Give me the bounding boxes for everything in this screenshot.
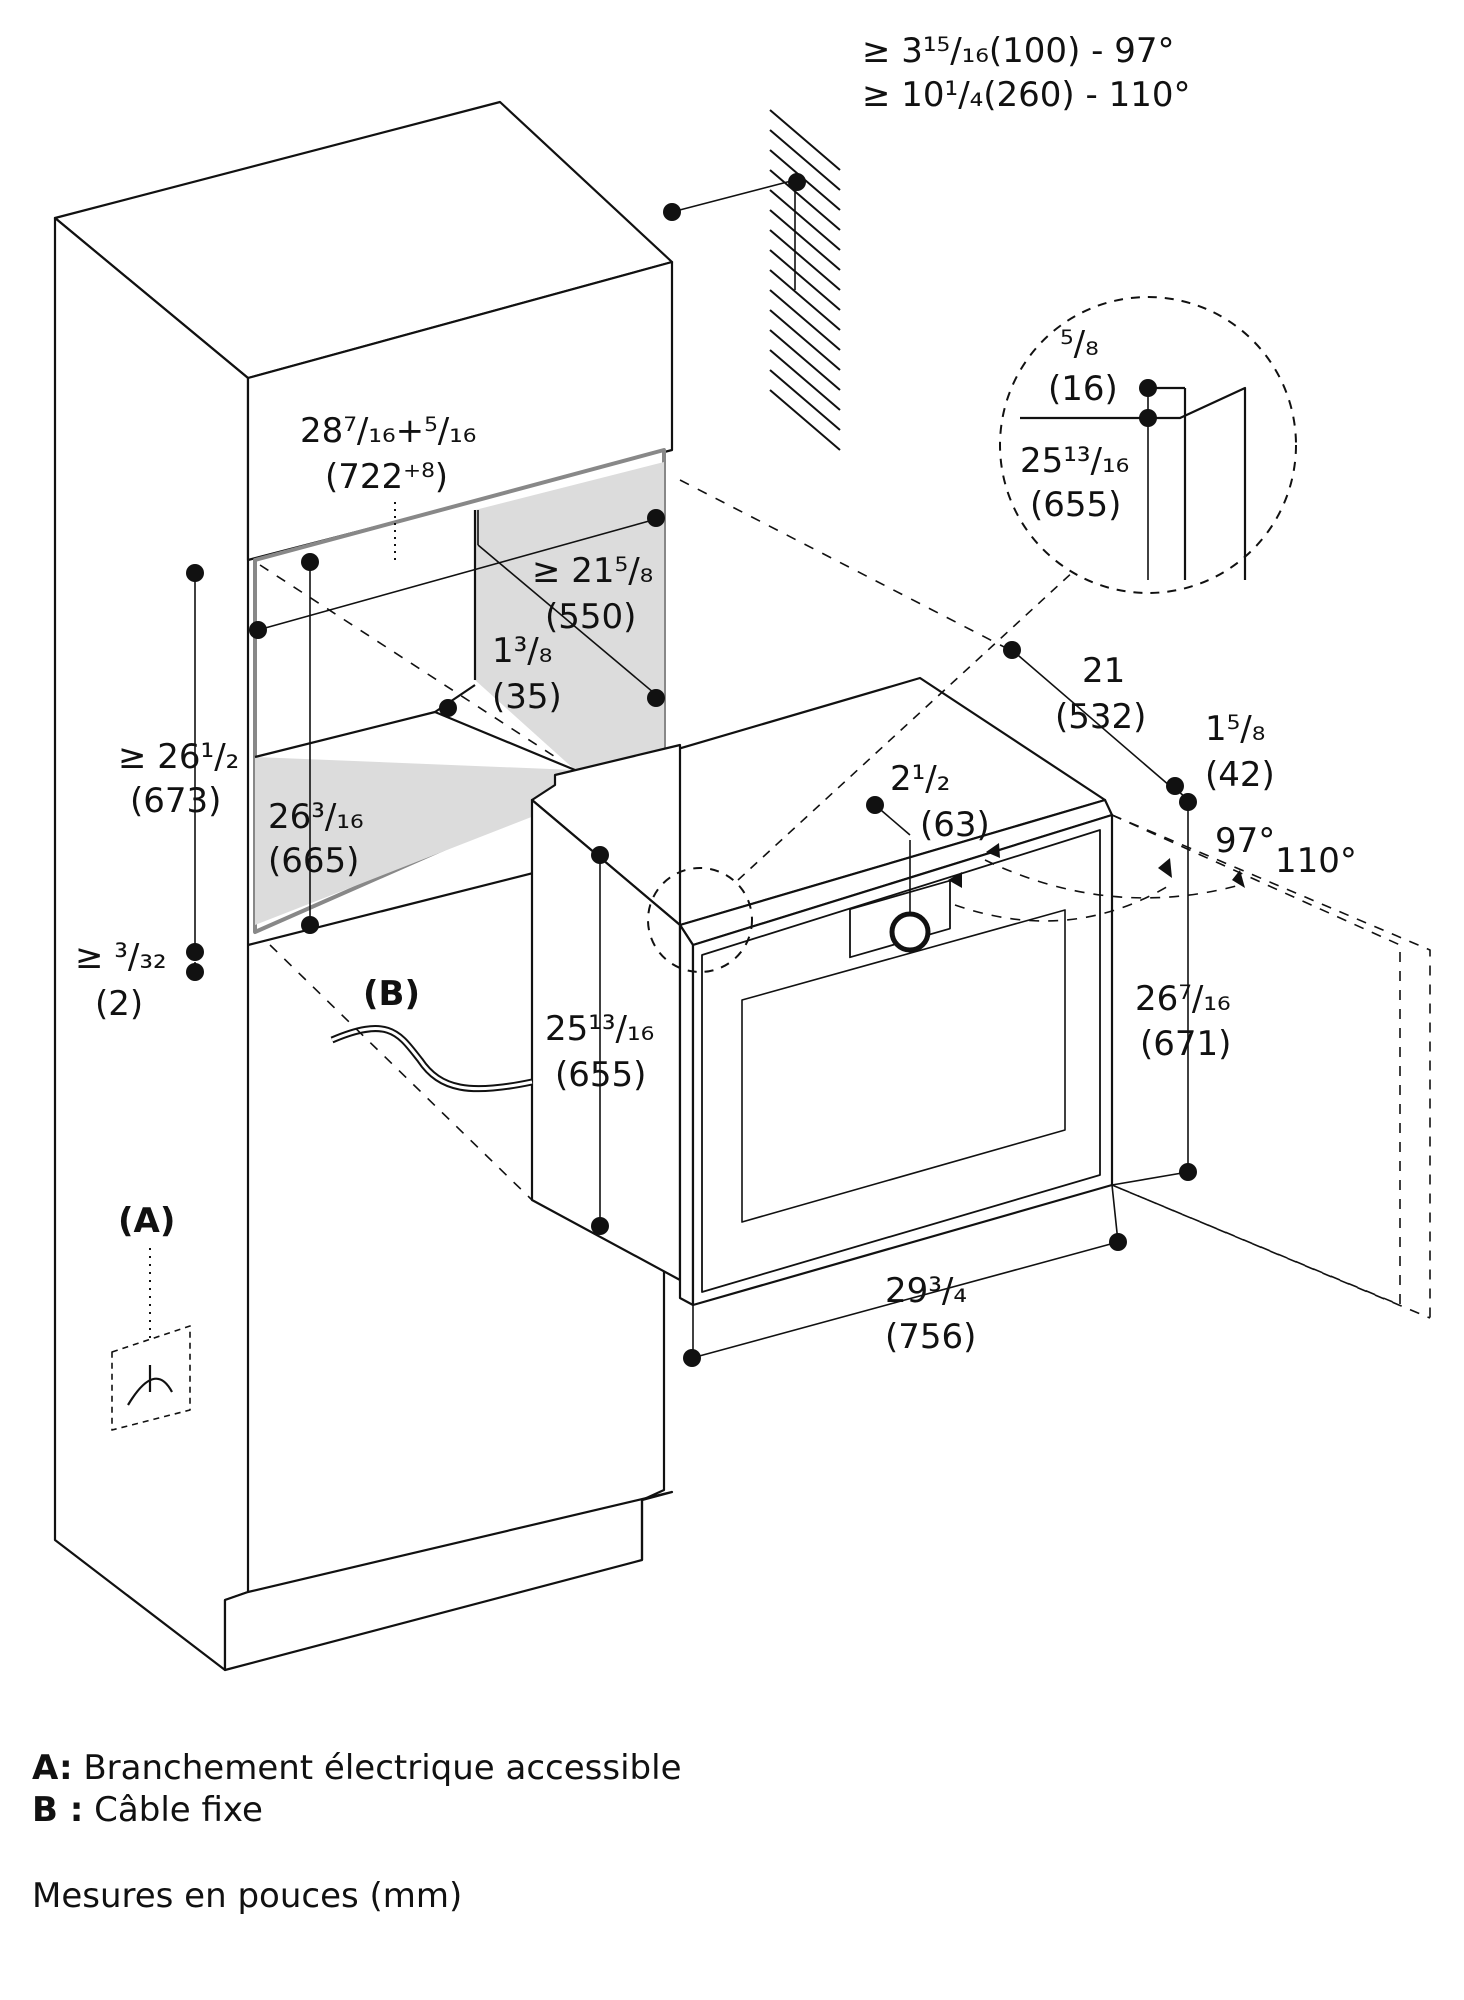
legend-b: B : Câble fixe	[32, 1790, 263, 1830]
label-a: (A)	[118, 1201, 175, 1241]
angle-97: 97°	[1215, 821, 1275, 861]
legend-a-key: A:	[32, 1748, 73, 1788]
dot	[788, 173, 806, 191]
gap-mm: (2)	[95, 984, 143, 1024]
dot	[1139, 379, 1157, 397]
niche-height-in: ≥ 26¹/₂	[118, 737, 239, 777]
niche-depth-in: ≥ 21⁵/₈	[532, 551, 653, 591]
door-swing	[954, 814, 1431, 1319]
dot	[1179, 793, 1197, 811]
legend-a-text: Branchement électrique accessible	[83, 1748, 682, 1788]
dot	[186, 943, 204, 961]
width-in: 29³/₄	[885, 1271, 967, 1311]
dot	[866, 796, 884, 814]
legend-a: A: Branchement électrique accessible	[32, 1748, 681, 1788]
dot	[663, 203, 681, 221]
front-in: 1⁵/₈	[1205, 709, 1265, 749]
ventilation-hatch	[769, 109, 841, 451]
dot	[591, 846, 609, 864]
niche-width-mm: (722⁺⁸)	[325, 457, 448, 497]
dot	[1003, 641, 1021, 659]
clear-top-line1: ≥ 3¹⁵/₁₆(100) - 97°	[862, 31, 1174, 71]
niche-height-mm: (673)	[130, 781, 221, 821]
detail-h-mm: (655)	[1030, 485, 1121, 525]
detail-magnifier	[647, 296, 1297, 973]
dot	[439, 699, 457, 717]
oven-body	[530, 676, 1114, 1307]
dot	[186, 564, 204, 582]
width-mm: (756)	[885, 1317, 976, 1357]
dot	[186, 963, 204, 981]
step-mm: (35)	[492, 677, 562, 717]
depth-in: 21	[1082, 651, 1125, 691]
front-height-mm: (671)	[1140, 1024, 1231, 1064]
detail-top-in: ⁵/₈	[1060, 324, 1099, 364]
dot	[301, 916, 319, 934]
niche-width-in: 28⁷/₁₆+⁵/₁₆	[300, 411, 476, 451]
front-mm: (42)	[1205, 755, 1275, 795]
dot	[591, 1217, 609, 1235]
dot	[1109, 1233, 1127, 1251]
legend-b-key: B :	[32, 1790, 84, 1830]
front-height-in: 26⁷/₁₆	[1135, 979, 1231, 1019]
inner-height-in: 26³/₁₆	[268, 797, 364, 837]
dot	[1166, 777, 1184, 795]
dimension-dots	[186, 173, 1197, 1367]
dot	[683, 1349, 701, 1367]
units-note: Mesures en pouces (mm)	[32, 1876, 463, 1916]
niche-depth-mm: (550)	[545, 597, 636, 637]
detail-top-mm: (16)	[1048, 369, 1118, 409]
dot	[647, 509, 665, 527]
handle-in: 2¹/₂	[890, 759, 950, 799]
dot	[301, 553, 319, 571]
clear-top-line2: ≥ 10¹/₄(260) - 110°	[862, 75, 1190, 115]
body-height-mm: (655)	[555, 1055, 646, 1095]
depth-mm: (532)	[1055, 697, 1146, 737]
legend-b-text: Câble fixe	[94, 1790, 263, 1830]
socket-a	[111, 1248, 191, 1431]
angle-110: 110°	[1275, 841, 1357, 881]
dot	[1139, 409, 1157, 427]
dot	[1179, 1163, 1197, 1181]
tall-cabinet	[53, 100, 674, 1672]
handle-mm: (63)	[920, 805, 990, 845]
detail-h-in: 25¹³/₁₆	[1020, 441, 1129, 481]
step-in: 1³/₈	[492, 631, 552, 671]
dot	[647, 689, 665, 707]
dimension-labels: ≥ 3¹⁵/₁₆(100) - 97° ≥ 10¹/₄(260) - 110° …	[75, 31, 1357, 1357]
angle-arrows	[948, 843, 1245, 888]
label-b: (B)	[363, 974, 420, 1014]
fixed-cable	[330, 1025, 533, 1093]
inner-height-mm: (665)	[268, 841, 359, 881]
body-height-in: 25¹³/₁₆	[545, 1009, 654, 1049]
gap-in: ≥ ³/₃₂	[75, 937, 167, 977]
dot	[249, 621, 267, 639]
